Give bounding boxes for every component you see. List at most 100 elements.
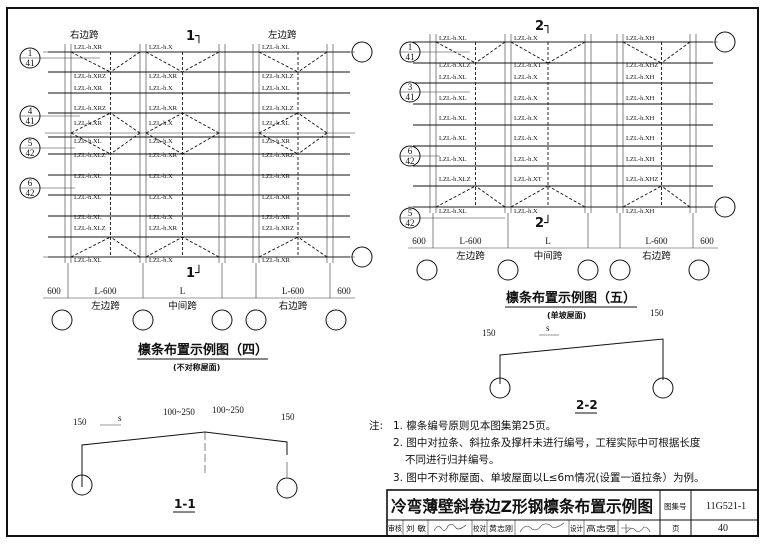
purlin-label: LZL-h.X <box>149 173 173 180</box>
purlin-label: LZL-h.XL <box>439 95 467 102</box>
callout-sheet: 42 <box>406 156 415 166</box>
diagonal-brace <box>661 41 691 64</box>
section2-eave-right-dim: 150 <box>650 308 664 318</box>
purlin-label: LZL-h.X <box>149 194 173 201</box>
reviewer-name: 刘 敏 <box>406 523 427 533</box>
purlin-label: LZL-h.XL <box>74 173 102 180</box>
purlin-label: LZL-h.XR <box>262 173 291 180</box>
purlin-label: LZL-h.X <box>514 95 538 102</box>
diagonal-brace <box>297 51 328 73</box>
section1-spacing-dim: s <box>118 413 122 423</box>
purlin-label: LZL-h.XH <box>626 208 655 215</box>
callout-number: 1 <box>408 42 413 52</box>
note-2-cont: 不同进行归并编号。 <box>405 453 500 466</box>
purlin-label: LZL-h.XRZ <box>74 105 106 112</box>
purlin-label: LZL-h.X <box>514 135 538 142</box>
span-header-left: 右边跨 <box>70 29 99 41</box>
dimension-label: 600 <box>47 286 61 296</box>
purlin-label: LZL-h.XH <box>626 135 655 142</box>
diagonal-brace <box>145 112 183 134</box>
diagonal-brace <box>110 112 141 134</box>
purlin-label: LZL-h.XL <box>262 120 290 127</box>
diagonal-brace <box>110 132 141 155</box>
design-label: 设计 <box>570 523 583 533</box>
callout-sheet: 42 <box>26 188 35 198</box>
check-label: 校对 <box>473 523 486 533</box>
purlin-label: LZL-h.X <box>514 74 538 81</box>
dimension-label: L-600 <box>282 286 304 296</box>
diagonal-brace <box>475 41 506 64</box>
callout-number: 1 <box>28 48 33 58</box>
span-name: 左边跨 <box>91 300 120 312</box>
purlin-label: LZL-h.XL <box>439 35 467 42</box>
purlin-layout-plan-5: LZL-h.XLLZL-h.XLZLZL-h.XLLZL-h.XLLZL-h.X… <box>399 19 736 281</box>
axis-bubble <box>416 259 438 281</box>
span-header-right: 左边跨 <box>268 29 297 41</box>
section1-eave-right-dim: 150 <box>281 412 295 422</box>
callout-sheet: 41 <box>26 116 35 126</box>
axis-bubble <box>609 259 631 281</box>
axis-bubble <box>211 309 233 331</box>
section2-title: 2-2 <box>576 398 598 412</box>
section2-eave-left-dim: 150 <box>482 328 496 338</box>
diagonal-brace <box>510 185 549 208</box>
purlin-label: LZL-h.XR <box>74 120 103 127</box>
axis-bubble <box>714 31 736 53</box>
purlin-label: LZL-h.XRZ <box>262 225 294 232</box>
page-number: 40 <box>718 523 728 534</box>
section-mark-bottom: 2┘ <box>535 214 552 231</box>
dimension-label: 600 <box>412 236 426 246</box>
purlin-label: LZL-h.XR <box>149 152 178 159</box>
diagonal-brace <box>297 132 328 155</box>
diagonal-brace <box>547 41 586 64</box>
axis-bubble <box>577 259 599 281</box>
purlin-label: LZL-h.XLZ <box>439 176 471 183</box>
checker-name: 黄志刚 <box>489 523 513 533</box>
purlin-label: LZL-h.X <box>514 156 538 163</box>
section1-eave-left-dim: 150 <box>73 417 87 427</box>
callout-sheet: 42 <box>26 148 35 158</box>
purlin-label: LZL-h.XR <box>149 105 178 112</box>
section-mark-top: 2┐ <box>535 19 552 34</box>
diagonal-brace <box>297 236 328 258</box>
dimension-label: L <box>180 286 186 296</box>
diagonal-brace <box>70 132 111 155</box>
purlin-layout-plan-4: LZL-h.XR LZL-h.XRZ LZL-h.XR LZL-h.XRZ LZL-h.… <box>19 29 373 331</box>
axis-bubble <box>132 309 154 331</box>
purlin-label: LZL-h.XHZ <box>626 176 658 183</box>
note-3: 3. 图中不对称屋面、单坡屋面以L≤6m情况(设置一道拉条）为例。 <box>393 471 705 484</box>
sheet-border <box>6 7 759 537</box>
callout-number: 6 <box>408 146 413 156</box>
atlas-number: 11G521-1 <box>706 501 746 512</box>
span-name: 中间跨 <box>534 250 563 262</box>
diagonal-brace <box>145 132 183 155</box>
purlin-label: LZL-h.XR <box>74 85 103 92</box>
note-2: 2. 图中对拉条、斜拉条及撑杆未进行编号，工程实际中可根据长度 <box>393 436 701 449</box>
purlin-label: LZL-h.XT <box>514 62 542 69</box>
purlin-label: LZL-h.XR <box>149 225 178 232</box>
callout-sheet: 41 <box>406 92 415 102</box>
plan4-subtitle: (不对称屋面) <box>173 362 220 372</box>
diagonal-brace <box>182 132 220 155</box>
axis-bubble <box>714 196 736 218</box>
axis-bubble <box>245 309 267 331</box>
diagonal-brace <box>258 132 299 155</box>
purlin-label: LZL-h.XL <box>74 194 102 201</box>
checker-signature <box>519 522 565 533</box>
page-label: 页 <box>672 524 680 533</box>
axis-bubble <box>325 309 347 331</box>
diagonal-brace <box>182 112 220 134</box>
purlin-label: LZL-h.XH <box>626 35 655 42</box>
axis-bubble <box>351 41 373 63</box>
section1-title: 1-1 <box>174 497 196 511</box>
diagonal-brace <box>110 51 141 73</box>
reviewer-signature <box>433 524 467 532</box>
diagonal-brace <box>435 185 476 208</box>
purlin-label: LZL-h.X <box>149 214 173 221</box>
purlin-label: LZL-h.XR <box>74 44 103 51</box>
diagonal-brace <box>182 236 220 258</box>
diagonal-brace <box>661 185 691 208</box>
callout-number: 6 <box>28 178 33 188</box>
diagonal-brace <box>510 41 549 64</box>
callout-sheet: 42 <box>406 218 415 228</box>
